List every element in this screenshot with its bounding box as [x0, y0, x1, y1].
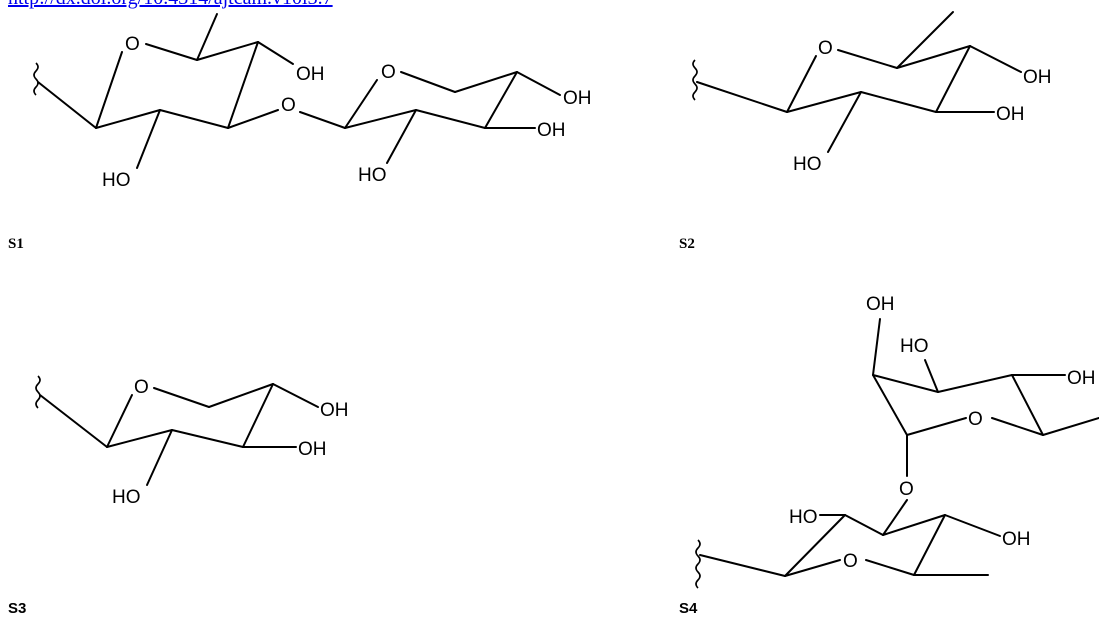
ring-oxygen-s4-upper: O	[968, 409, 983, 430]
hydroxyl-s3-c4: HO	[112, 487, 141, 508]
glycosidic-oxygen-s4: O	[899, 479, 914, 500]
hydroxyl-s1-c4: HO	[102, 170, 131, 191]
hydroxyl-s1-c3b: OH	[537, 120, 566, 141]
ring-oxygen-s3: O	[134, 377, 149, 398]
ring-oxygen-s1a: O	[125, 34, 140, 55]
structure-s1: O OH HO O O OH OH HO	[33, 13, 592, 191]
doi-link[interactable]: http://dx.doi.org/10.4314/ajtcam.v10i3.7	[8, 0, 333, 10]
structure-s3: O OH OH HO	[35, 375, 349, 508]
structure-s4: OH HO OH O O HO OH O	[695, 294, 1099, 589]
hydroxyl-s4-upper-left: HO	[900, 336, 929, 357]
label-s1: S1	[8, 236, 24, 252]
attachment-wavy-s2	[692, 59, 698, 101]
attachment-wavy-s3	[35, 375, 41, 409]
hydroxyl-s3-c2: OH	[320, 400, 349, 421]
ring-oxygen-s2: O	[818, 38, 833, 59]
attachment-wavy-s1	[33, 62, 39, 96]
hydroxyl-s2-c2: OH	[1023, 67, 1052, 88]
hydroxyl-s4-lower-left: HO	[789, 507, 818, 528]
hydroxyl-s1-c2: OH	[296, 64, 325, 85]
glycosidic-oxygen-s1: O	[281, 95, 296, 116]
structure-s2: O OH OH HO	[692, 11, 1052, 175]
hydroxyl-s1-c4b: HO	[358, 165, 387, 186]
ring-oxygen-s4-lower: O	[843, 551, 858, 572]
hydroxyl-s3-c3: OH	[298, 439, 327, 460]
hydroxyl-s4-upper-right: OH	[1067, 368, 1096, 389]
label-s3: S3	[8, 600, 27, 617]
hydroxyl-s2-c3: OH	[996, 104, 1025, 125]
label-s4: S4	[679, 600, 698, 617]
label-s2: S2	[679, 236, 695, 252]
ring-oxygen-s1b: O	[381, 62, 396, 83]
hydroxyl-s1-c2b: OH	[563, 88, 592, 109]
attachment-wavy-s4	[695, 539, 701, 589]
hydroxyl-s4-lower-right: OH	[1002, 529, 1031, 550]
hydroxyl-s2-c4: HO	[793, 154, 822, 175]
hydroxyl-s4-top: OH	[866, 294, 895, 315]
